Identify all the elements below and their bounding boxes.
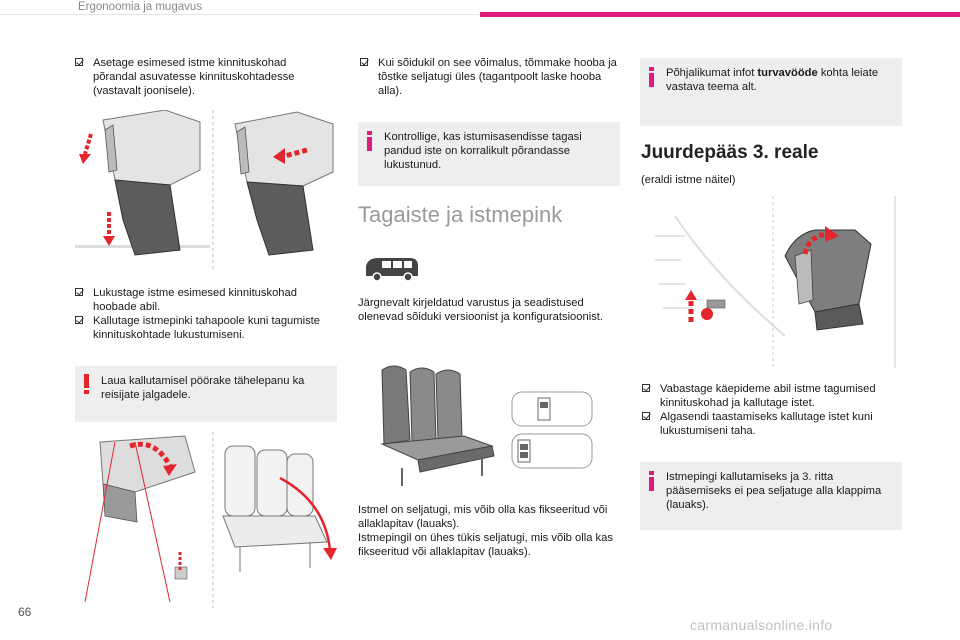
seat-figure-right: [234, 111, 334, 256]
checkbox-bullet-icon: [642, 412, 650, 420]
col3-bullets: Vabastage käepideme abil istme tagumised…: [642, 382, 904, 438]
col1-bullets-top: Asetage esimesed istme kinnituskohad põr…: [75, 56, 325, 98]
checkbox-bullet-icon: [75, 58, 83, 66]
header-accent-bar: [480, 12, 960, 17]
list-item: Algasendi taastamiseks kallutage istet k…: [642, 410, 904, 438]
bench-upright-figure: [222, 445, 337, 572]
section-subtitle: (eraldi istme näitel): [641, 174, 736, 186]
info-icon: [649, 471, 654, 491]
page-number: 66: [18, 605, 32, 619]
col2-bullets-top: Kui sõidukil on see võimalus, tõmmake ho…: [360, 56, 620, 98]
watermark-link[interactable]: carmanualsonline.info: [690, 617, 833, 633]
seat-figure-left: [75, 110, 210, 256]
table-folding-illustration: [84, 432, 337, 608]
list-item: Kui sõidukil on see võimalus, tõmmake ho…: [360, 56, 620, 98]
seat-layout-diagrams: [511, 391, 593, 469]
folded-bench-figure: [84, 435, 196, 603]
col1-bullets-mid: Lukustage istme esimesed kinnituskohad h…: [75, 286, 330, 342]
col2-seat-description: Istmel on seljatugi, mis võib olla kas f…: [358, 503, 623, 559]
checkbox-bullet-icon: [360, 58, 368, 66]
list-item: Lukustage istme esimesed kinnituskohad h…: [75, 286, 330, 314]
bench-seat-figure: [380, 365, 495, 486]
seat-anchoring-illustration: [75, 110, 334, 270]
seat-tilt-illustration: [655, 196, 896, 368]
info-note-seatbelts: Põhjalikumat infot turvavööde kohta leia…: [640, 58, 902, 126]
info-icon: [367, 131, 372, 151]
section-title-third-row: Juurdepääs 3. reale: [641, 142, 819, 163]
info-icon: [649, 67, 654, 87]
checkbox-bullet-icon: [75, 316, 83, 324]
section-title-rear-seats: Tagaiste ja istmepink: [358, 202, 563, 227]
col2-intro: Järgnevalt kirjeldatud varustus ja seadi…: [358, 297, 604, 323]
warning-note: Laua kallutamisel pöörake tähelepanu ka …: [75, 366, 337, 422]
bench-paragraph: Istmepingil on ühes tükis seljatugi, mis…: [358, 532, 613, 558]
header-title: Ergonoomia ja mugavus: [78, 1, 203, 13]
checkbox-bullet-icon: [75, 288, 83, 296]
bench-seat-illustration: [380, 365, 593, 486]
list-item: Asetage esimesed istme kinnituskohad põr…: [75, 56, 325, 98]
page-header: Ergonoomia ja mugavus: [0, 0, 960, 20]
list-item: Kallutage istmepinki tahapoole kuni tagu…: [75, 314, 330, 342]
tilted-seat-figure: [784, 229, 872, 331]
info-note-bench-tilt: Istmepingi kallutamiseks ja 3. ritta pää…: [640, 462, 902, 530]
checkbox-bullet-icon: [642, 384, 650, 392]
info-note-locking: Kontrollige, kas istumisasendisse tagasi…: [358, 122, 620, 186]
van-icon: [366, 258, 418, 282]
warning-icon: [84, 374, 89, 394]
seat-paragraph: Istmel on seljatugi, mis võib olla kas f…: [358, 504, 608, 530]
list-item: Vabastage käepideme abil istme tagumised…: [642, 382, 904, 410]
